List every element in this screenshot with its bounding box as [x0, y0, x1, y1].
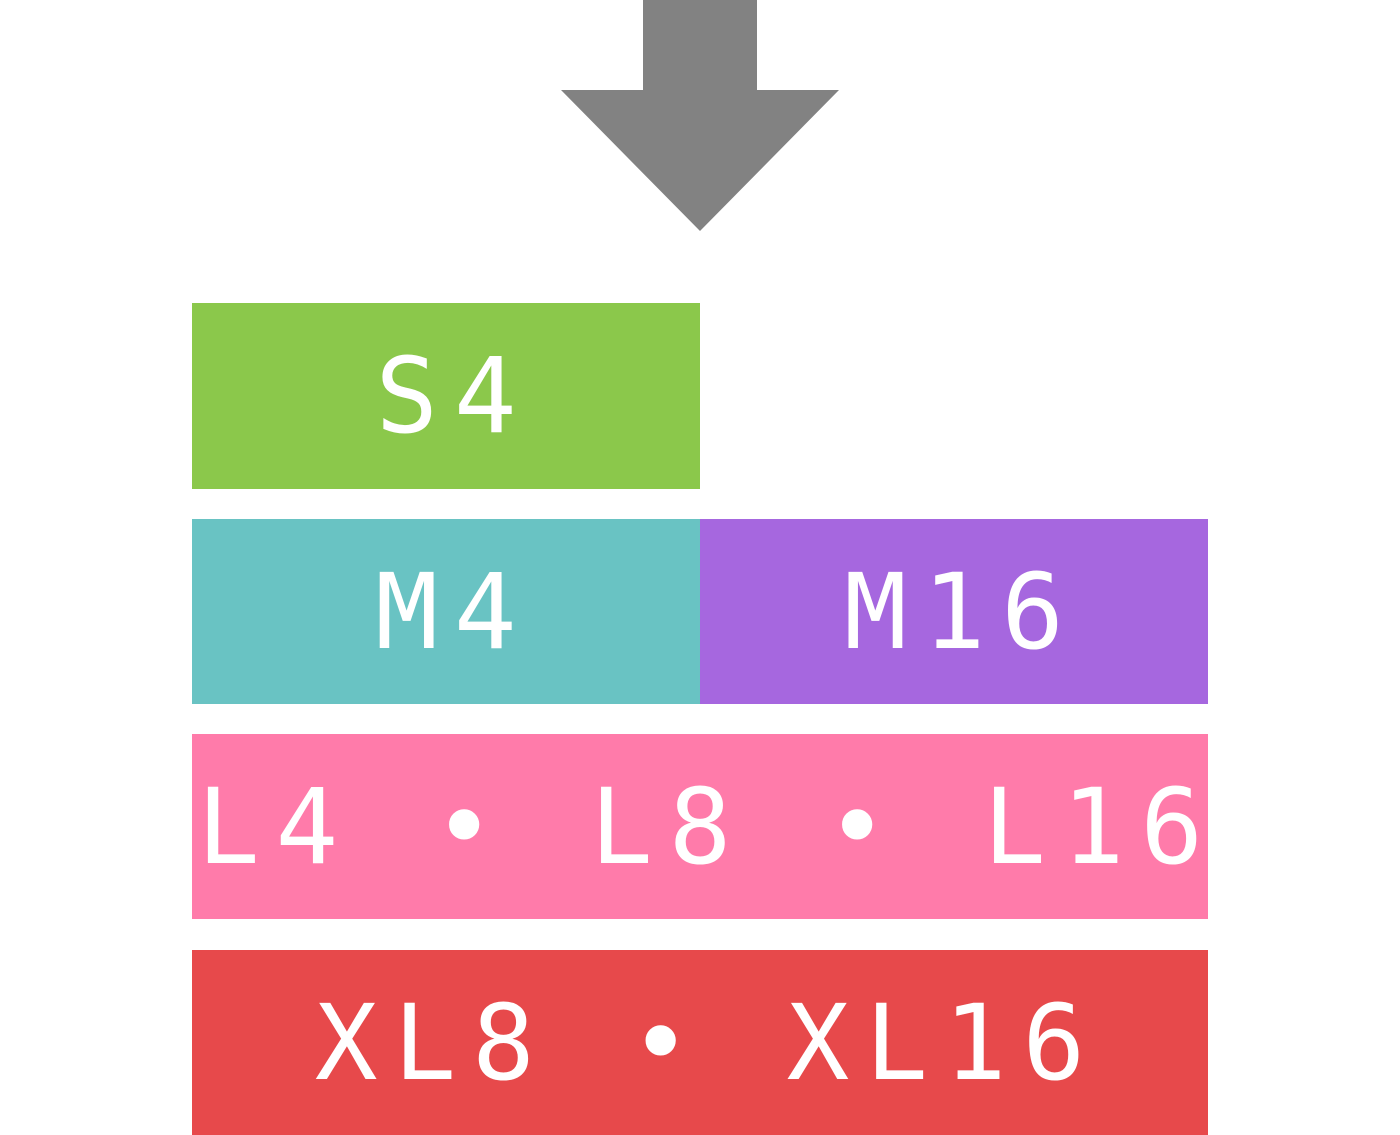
tier-s4-block: S4: [192, 303, 700, 489]
down-arrow-icon: [561, 0, 839, 231]
tier-m4-block: M4: [192, 519, 700, 704]
down-arrow-shape: [561, 0, 839, 231]
tier-xl-label: XL8 • XL16: [314, 981, 1102, 1104]
tier-l-block: L4 • L8 • L16: [192, 734, 1208, 919]
tier-s4-label: S4: [375, 335, 533, 457]
tier-xl-block: XL8 • XL16: [192, 950, 1208, 1135]
tier-m16-label: M16: [844, 550, 1080, 673]
tier-m16-block: M16: [700, 519, 1208, 704]
tier-m4-label: M4: [375, 550, 533, 673]
tier-l-label: L4 • L8 • L16: [197, 765, 1219, 888]
